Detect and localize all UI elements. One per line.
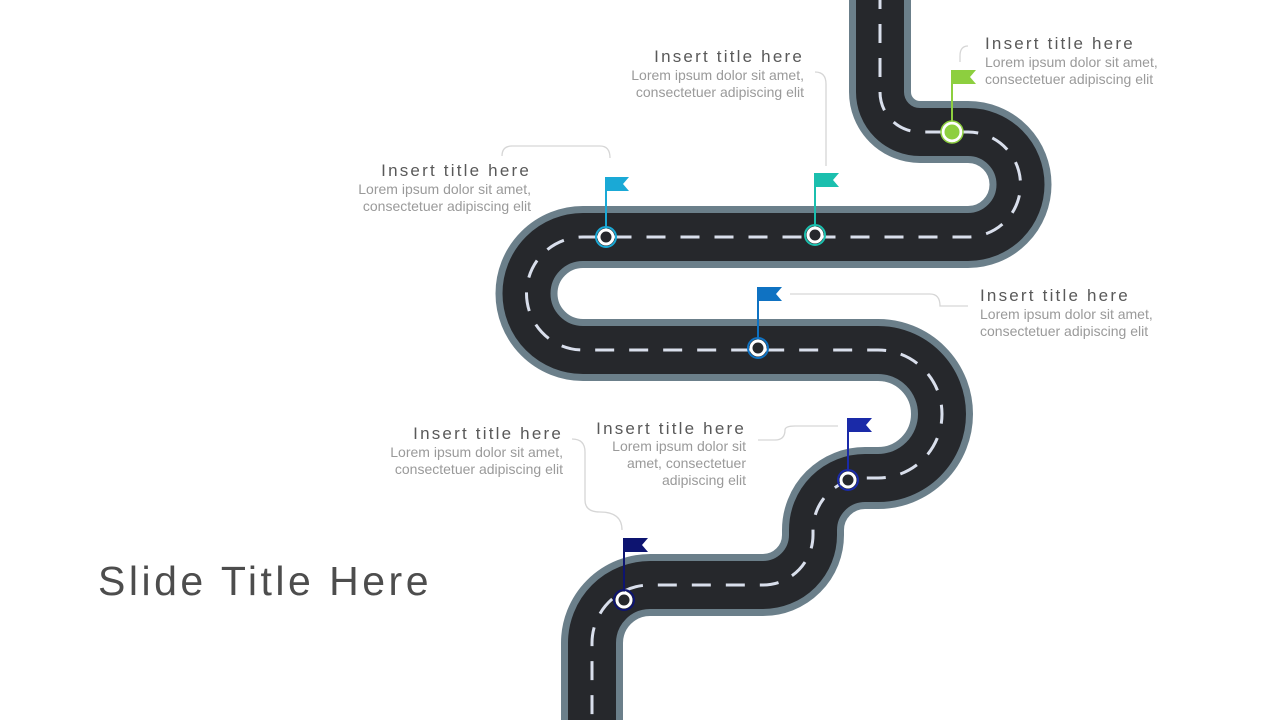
milestone-cyan[interactable] — [595, 177, 629, 248]
milestone-text-4: Insert title here Lorem ipsum dolor sit … — [980, 286, 1153, 340]
milestone-dark-navy[interactable] — [613, 538, 648, 611]
marker-pin — [749, 339, 767, 357]
milestone-text-1: Insert title here Lorem ipsum dolor sit … — [985, 34, 1158, 88]
milestone-text-2: Insert title here Lorem ipsum dolor sit … — [631, 47, 804, 101]
milestone-title: Insert title here — [980, 286, 1130, 305]
milestone-body: consectetuer adipiscing elit — [980, 323, 1149, 339]
milestone-text-3: Insert title here Lorem ipsum dolor sit … — [358, 161, 531, 215]
flag-icon — [624, 538, 648, 552]
milestone-teal[interactable] — [804, 173, 839, 246]
milestone-title: Insert title here — [596, 419, 746, 438]
connector-line — [501, 145, 611, 159]
connector-line — [814, 71, 827, 166]
milestone-body: Lorem ipsum dolor sit amet, — [390, 444, 563, 460]
milestone-title: Insert title here — [381, 161, 531, 180]
marker-pin — [806, 226, 824, 244]
milestone-body: Lorem ipsum dolor sit amet, consectetuer… — [612, 438, 746, 488]
milestone-body: Lorem ipsum dolor sit amet, — [631, 67, 804, 83]
connector-line — [959, 45, 969, 62]
milestone-body: consectetuer adipiscing elit — [985, 71, 1154, 87]
connector-line — [571, 438, 623, 531]
milestone-body: Lorem ipsum dolor sit amet, — [358, 181, 531, 197]
milestone-green[interactable] — [940, 70, 976, 144]
milestone-text-5: Insert title here — [596, 418, 746, 440]
milestone-navy[interactable] — [837, 418, 872, 491]
milestone-body: Lorem ipsum dolor sit amet, — [985, 54, 1158, 70]
milestone-body: consectetuer adipiscing elit — [394, 461, 563, 477]
milestone-title: Insert title here — [985, 34, 1135, 53]
flag-icon — [758, 287, 782, 301]
marker-pin — [941, 121, 963, 143]
milestone-text-6: Insert title here Lorem ipsum dolor sit … — [390, 424, 563, 478]
connector-line — [758, 425, 838, 441]
slide-title: Slide Title Here — [98, 558, 433, 604]
milestone-title: Insert title here — [413, 424, 563, 443]
flag-icon — [848, 418, 872, 432]
milestone-body: consectetuer adipiscing elit — [635, 84, 804, 100]
connector-line — [790, 293, 968, 307]
milestone-body: Lorem ipsum dolor sit amet, — [980, 306, 1153, 322]
marker-pin — [615, 591, 633, 609]
flag-icon — [815, 173, 839, 187]
milestone-body: consectetuer adipiscing elit — [362, 198, 531, 214]
milestone-title: Insert title here — [654, 47, 804, 66]
milestone-blue[interactable] — [747, 287, 782, 359]
flag-icon — [952, 70, 976, 84]
flag-icon — [606, 177, 629, 191]
road-center-dashes — [525, 0, 1022, 720]
marker-pin — [597, 228, 615, 246]
marker-pin — [839, 471, 857, 489]
